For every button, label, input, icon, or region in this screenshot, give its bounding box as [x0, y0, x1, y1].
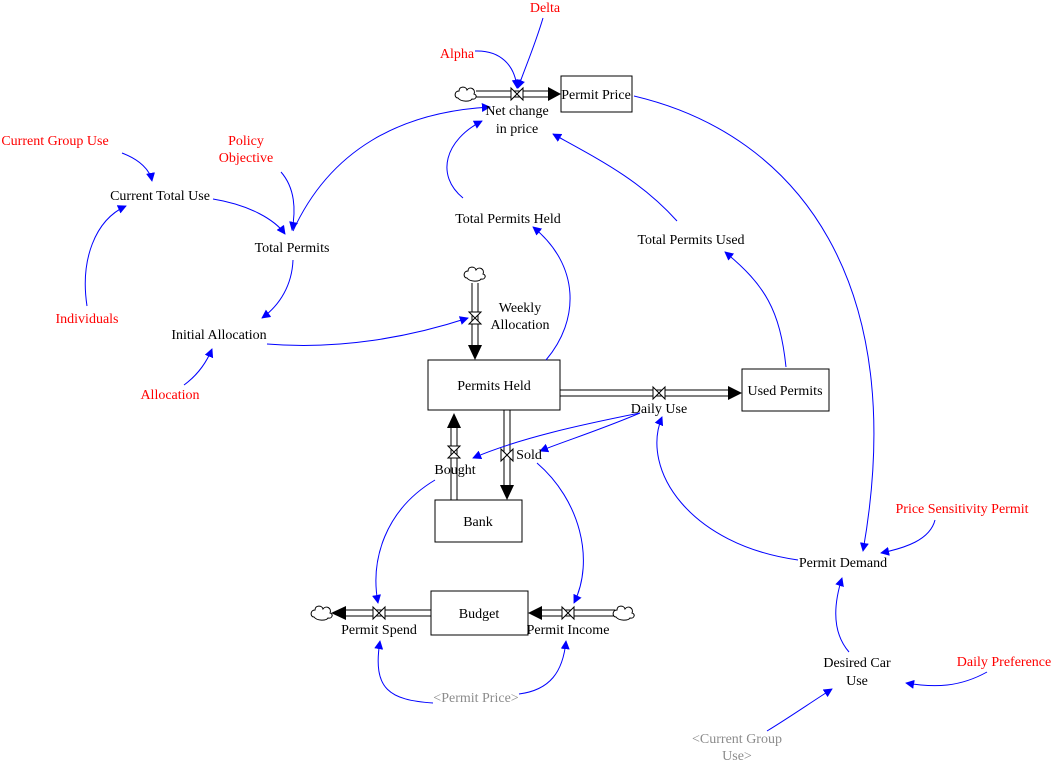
link-total-permits-used-to-net-change	[552, 133, 678, 222]
pipe-bought	[447, 413, 461, 500]
valve-icon	[510, 86, 524, 102]
stock-budget[interactable]: Budget	[430, 590, 529, 636]
link-individuals-to-current-total-use	[84, 205, 127, 307]
stock-permits-held[interactable]: Permits Held	[427, 359, 561, 411]
link-initial-allocation-to-weekly-allocation	[266, 316, 469, 346]
flow-permit-income-label[interactable]: Permit Income	[527, 623, 610, 638]
shadow-permit-price[interactable]: <Permit Price>	[433, 691, 518, 706]
link-price-sensitivity-to-permit-demand	[880, 519, 936, 556]
stock-used-permits[interactable]: Used Permits	[741, 368, 830, 412]
const-allocation[interactable]: Allocation	[140, 388, 199, 403]
link-permit-price-to-permit-demand	[633, 95, 875, 552]
const-alpha[interactable]: Alpha	[440, 47, 475, 62]
pipe-permit-spend	[331, 606, 431, 620]
valve-icon	[561, 605, 575, 621]
aux-current-total-use[interactable]: Current Total Use	[110, 189, 210, 204]
stock-label: Permit Price	[561, 88, 631, 103]
aux-total-permits[interactable]: Total Permits	[255, 241, 330, 256]
link-daily-use-to-sold	[539, 412, 641, 453]
valve-icon	[652, 385, 666, 401]
link-bought-to-permit-spend	[372, 479, 436, 604]
link-permit-price-shadow-to-permit-income	[518, 640, 570, 695]
stock-label: Permits Held	[457, 379, 531, 394]
shadow-current-group-use-line2[interactable]: Use>	[722, 749, 752, 764]
shadow-current-group-use[interactable]: <Current Group	[692, 732, 782, 747]
flow-sold-label[interactable]: Sold	[516, 448, 542, 463]
link-daily-preference-to-desired-car-use	[905, 671, 988, 689]
aux-total-permits-used[interactable]: Total Permits Used	[637, 233, 744, 248]
valve-icon	[467, 311, 483, 325]
flow-bought-label[interactable]: Bought	[434, 463, 475, 478]
link-policy-objective-to-total-permits	[280, 171, 298, 231]
link-permit-demand-to-daily-use	[654, 416, 799, 561]
link-current-group-use-shadow-to-desired-car-use	[766, 688, 833, 732]
pipe-sold	[500, 410, 514, 500]
flow-weekly-allocation-label[interactable]: Weekly	[499, 301, 541, 316]
stock-label: Budget	[459, 607, 500, 622]
valve-icon	[372, 605, 386, 621]
const-policy-objective[interactable]: Policy	[228, 134, 264, 149]
cloud-icon	[454, 86, 477, 102]
link-permits-held-to-total-permits-held	[532, 226, 571, 361]
flow-net-change-label-line2[interactable]: in price	[496, 122, 538, 137]
const-delta[interactable]: Delta	[530, 1, 561, 16]
link-allocation-to-initial-allocation	[183, 348, 214, 386]
flow-daily-use-label[interactable]: Daily Use	[631, 402, 687, 417]
flow-net-change-label[interactable]: Net change	[485, 104, 548, 119]
const-daily-preference[interactable]: Daily Preference	[957, 655, 1051, 670]
cloud-icon	[612, 605, 635, 621]
flow-weekly-allocation-label-line2[interactable]: Allocation	[490, 318, 549, 333]
stock-bank[interactable]: Bank	[434, 499, 523, 543]
stock-label: Used Permits	[747, 384, 822, 399]
link-current-group-use-to-current-total-use	[121, 152, 155, 182]
aux-total-permits-held[interactable]: Total Permits Held	[455, 212, 561, 227]
valve-icon	[446, 445, 462, 459]
const-price-sensitivity-permit[interactable]: Price Sensitivity Permit	[896, 502, 1029, 517]
aux-initial-allocation[interactable]: Initial Allocation	[171, 328, 266, 343]
cloud-icon	[463, 266, 486, 282]
link-total-permits-to-net-change	[292, 102, 491, 232]
link-current-total-use-to-total-permits	[212, 198, 286, 235]
flow-permit-spend-label[interactable]: Permit Spend	[341, 623, 417, 638]
const-individuals[interactable]: Individuals	[56, 312, 119, 327]
link-sold-to-permit-income	[536, 462, 584, 604]
pipe-permit-income	[528, 606, 615, 620]
link-delta-to-net-change	[516, 17, 544, 89]
cloud-icon	[310, 605, 333, 621]
aux-desired-car-use-line2[interactable]: Use	[846, 674, 868, 689]
valve-icon	[500, 447, 514, 463]
stock-permit-price[interactable]: Permit Price	[560, 75, 633, 113]
aux-desired-car-use[interactable]: Desired Car	[823, 656, 891, 671]
pipe-daily-use	[560, 386, 742, 400]
link-daily-use-to-bought	[472, 412, 641, 459]
aux-permit-demand[interactable]: Permit Demand	[799, 556, 887, 571]
link-total-permits-held-to-net-change	[446, 120, 483, 199]
link-alpha-to-net-change	[474, 50, 521, 89]
link-total-permits-to-initial-allocation	[261, 259, 294, 319]
link-desired-car-use-to-permit-demand	[835, 577, 850, 653]
const-policy-objective-line2[interactable]: Objective	[219, 151, 273, 166]
stock-label: Bank	[463, 515, 493, 530]
link-permit-price-shadow-to-permit-spend	[374, 640, 434, 704]
const-current-group-use[interactable]: Current Group Use	[1, 134, 108, 149]
link-used-permits-to-total-permits-used	[724, 251, 787, 368]
